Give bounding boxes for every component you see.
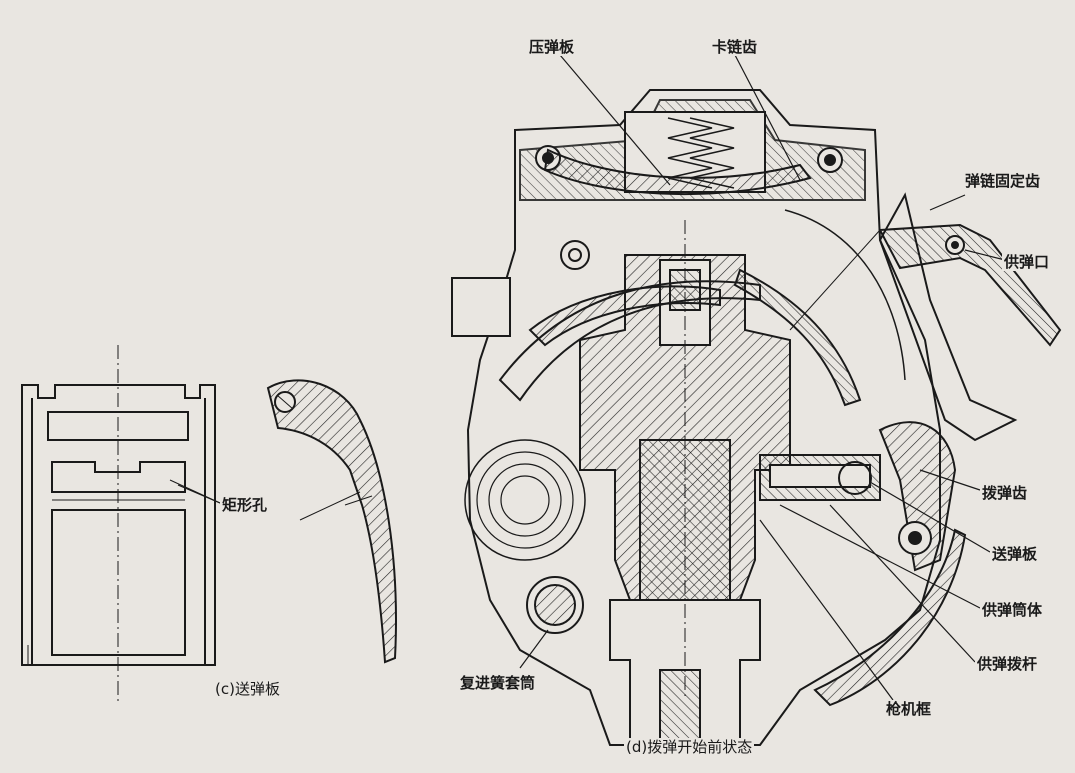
feed-plate-front-view bbox=[21, 345, 221, 705]
feed-mechanism-section bbox=[451, 89, 1062, 746]
label-recoil-spring-tube: 复进簧套筒 bbox=[458, 674, 538, 692]
leader-lines bbox=[177, 54, 1006, 701]
label-pressure-plate: 压弹板 bbox=[527, 38, 577, 56]
label-feed-port: 供弹口 bbox=[1002, 253, 1052, 271]
label-bolt-carrier: 枪机框 bbox=[884, 700, 934, 718]
feed-plate-side-view bbox=[266, 379, 397, 664]
label-feed-plate: 送弹板 bbox=[990, 545, 1040, 563]
label-feed-lever: 供弹拨杆 bbox=[975, 655, 1040, 673]
caption-right-figure: (d)拨弹开始前状态 bbox=[624, 738, 755, 756]
label-feed-pawl: 拨弹齿 bbox=[980, 484, 1030, 502]
label-chain-tooth: 卡链齿 bbox=[710, 38, 760, 56]
label-rectangular-hole: 矩形孔 bbox=[220, 496, 270, 514]
label-feed-body: 供弹筒体 bbox=[980, 601, 1045, 619]
label-chain-fixing-tooth: 弹链固定齿 bbox=[963, 172, 1043, 190]
caption-left-figure: (c)送弹板 bbox=[213, 680, 282, 698]
